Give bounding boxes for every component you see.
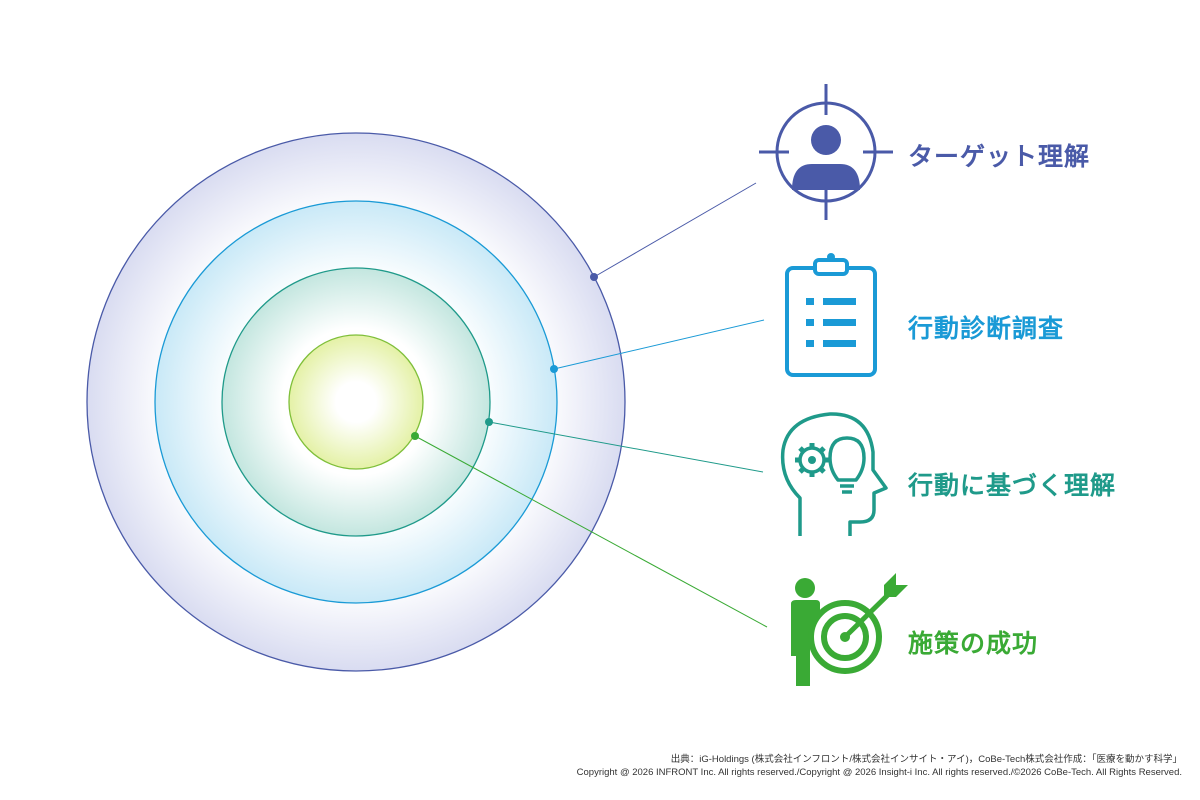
label-behavior-based-understanding: 行動に基づく理解 <box>908 471 1117 500</box>
label-campaign-success: 施策の成功 <box>908 629 1039 658</box>
person-dartboard-icon <box>791 573 908 686</box>
connector-line-target <box>593 182 757 278</box>
connector-dot-behavior <box>485 418 493 426</box>
label-target-understanding: ターゲット理解 <box>908 142 1091 171</box>
connector-line-research <box>553 319 765 370</box>
source-note: 出典：iG-Holdings (株式会社インフロント/株式会社インサイト・アイ)… <box>670 754 1182 765</box>
label-behavior-survey: 行動診断調査 <box>908 314 1065 343</box>
connector-dot-target <box>590 273 598 281</box>
target-person-icon <box>759 84 893 220</box>
connector-line-success <box>414 435 768 628</box>
head-gear-lightbulb-icon <box>780 412 888 536</box>
clipboard-checklist-icon <box>785 253 877 377</box>
connector-dot-research <box>550 365 558 373</box>
connector-line-behavior <box>488 421 764 473</box>
inner-circle <box>288 334 424 470</box>
connector-dot-success <box>411 432 419 440</box>
copyright-note: Copyright @ 2026 INFRONT Inc. All rights… <box>576 767 1182 778</box>
